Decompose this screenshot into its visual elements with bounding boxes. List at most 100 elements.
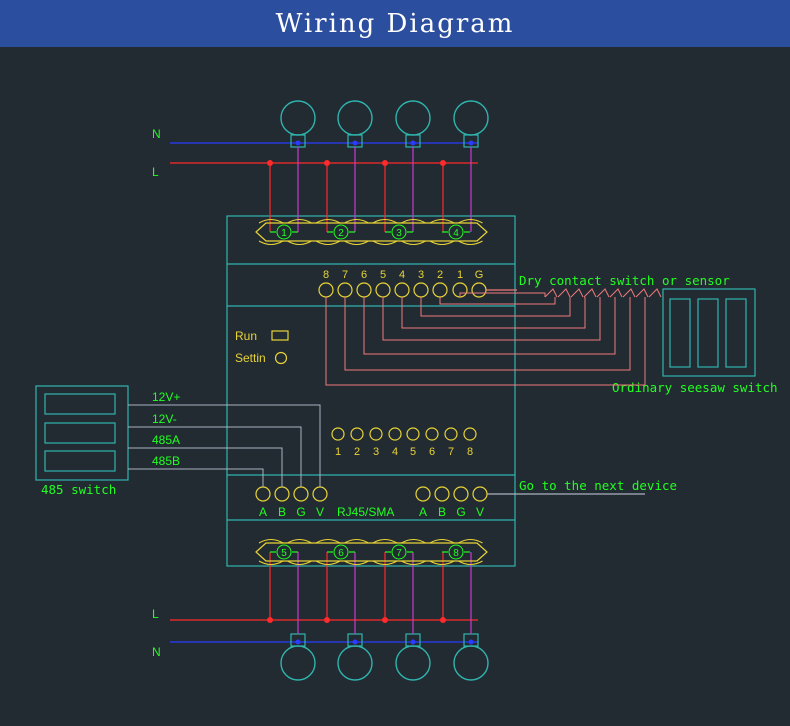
input-terminal-screw	[375, 282, 391, 298]
input-signal-wire	[344, 297, 631, 371]
bus-wire	[128, 468, 264, 487]
status-led	[463, 427, 477, 441]
status-led	[444, 427, 458, 441]
dry-contact-label: Dry contact switch or sensor	[519, 273, 730, 288]
bottom-relay-number-ring	[391, 544, 407, 560]
bottom-relay-number: 5	[281, 548, 287, 559]
lamp-icon	[280, 645, 316, 681]
bottom-terminal-bump	[287, 560, 312, 566]
input-signal-wire	[401, 297, 586, 329]
switch485-key	[44, 450, 116, 472]
top-terminal-bump	[372, 218, 398, 224]
top-terminal-bump	[287, 218, 312, 224]
bus-wire-label: 485B	[152, 454, 180, 468]
seesaw-switch-box	[662, 288, 756, 377]
switch485-key	[44, 422, 116, 444]
bus-wire-label: 485A	[152, 433, 180, 447]
input-terminal-label: 2	[437, 269, 443, 281]
input-terminal-label: 6	[361, 269, 367, 281]
wire-junction	[324, 617, 330, 623]
wire-junction	[468, 639, 474, 645]
lamp-icon	[337, 645, 373, 681]
bus-wire	[128, 404, 321, 487]
led-number: 5	[410, 446, 416, 458]
bus-wire-label: 12V+	[152, 390, 180, 404]
wire-junction	[295, 639, 301, 645]
lamp-icon	[280, 100, 316, 136]
bottom-terminal-strip	[255, 542, 488, 562]
bottom-terminal-bump	[401, 538, 426, 544]
input-terminal-label: G	[475, 269, 484, 281]
status-led	[388, 427, 402, 441]
settin-label: Settin	[235, 351, 266, 365]
lamp-icon	[453, 100, 489, 136]
top-terminal-bump	[429, 240, 455, 246]
top-terminal-bump	[401, 218, 426, 224]
wire-junction	[382, 160, 388, 166]
settin-button	[274, 351, 288, 365]
led-number: 3	[373, 446, 379, 458]
wire-junction	[324, 160, 330, 166]
input-terminal-label: 5	[380, 269, 386, 281]
top-terminal-bump	[429, 218, 455, 224]
input-signal-wire	[363, 297, 616, 355]
input-terminal-screw	[394, 282, 410, 298]
wire-junction	[295, 140, 301, 146]
bus-terminal-screw	[434, 486, 450, 502]
wire-junction	[440, 160, 446, 166]
bus-wire	[128, 426, 302, 487]
input-terminal-label: 4	[399, 269, 405, 281]
top-relay-number: 2	[338, 228, 344, 239]
n-line-label-bottom: N	[152, 645, 161, 659]
input-terminal-screw	[356, 282, 372, 298]
top-relay-number: 3	[396, 228, 402, 239]
input-terminal-screw	[471, 282, 487, 298]
bottom-terminal-bump	[372, 538, 398, 544]
top-terminal-bump	[287, 240, 312, 246]
switch485-label: 485 switch	[41, 482, 116, 497]
l-line-label-bottom: L	[152, 607, 159, 621]
input-terminal-label: 3	[418, 269, 424, 281]
top-terminal-bump	[315, 218, 341, 224]
input-terminal-screw	[337, 282, 353, 298]
status-led	[369, 427, 383, 441]
top-terminal-bump	[458, 240, 483, 246]
input-terminal-screw	[413, 282, 429, 298]
input-terminal-label: 1	[457, 269, 463, 281]
top-terminal-bump	[315, 240, 341, 246]
bottom-terminal-bump	[458, 538, 483, 544]
bottom-terminal-bump	[401, 560, 426, 566]
wire-junction	[410, 639, 416, 645]
bottom-terminal-bump	[372, 560, 398, 566]
bottom-relay-number-ring	[276, 544, 292, 560]
bottom-terminal-bump	[258, 538, 284, 544]
bus-terminal-label: B	[438, 505, 446, 519]
bottom-relay-number: 7	[396, 548, 402, 559]
seesaw-switch-rocker	[697, 298, 719, 368]
top-terminal-bump	[344, 218, 369, 224]
top-terminal-bump	[458, 218, 483, 224]
input-signal-wire	[382, 297, 601, 341]
wire-junction	[382, 617, 388, 623]
led-number: 7	[448, 446, 454, 458]
bottom-terminal-bump	[315, 538, 341, 544]
wire-junction	[352, 639, 358, 645]
contact-comb-tooth	[622, 288, 636, 298]
top-relay-number: 4	[453, 228, 459, 239]
bus-terminal-screw	[453, 486, 469, 502]
led-number: 8	[467, 446, 473, 458]
bottom-terminal-bump	[287, 538, 312, 544]
top-terminal-bump	[258, 240, 284, 246]
bus-terminal-screw	[293, 486, 309, 502]
input-terminal-label: 7	[342, 269, 348, 281]
led-number: 4	[392, 446, 398, 458]
bottom-terminal-bump	[344, 538, 369, 544]
contact-comb-tooth	[583, 288, 597, 298]
bus-terminal-label: A	[419, 505, 427, 519]
lamp-icon	[337, 100, 373, 136]
top-terminal-bump	[372, 240, 398, 246]
lamp-icon	[395, 100, 431, 136]
contact-comb-tooth	[596, 288, 610, 298]
bus-wire	[128, 447, 283, 487]
input-terminal-label: 8	[323, 269, 329, 281]
